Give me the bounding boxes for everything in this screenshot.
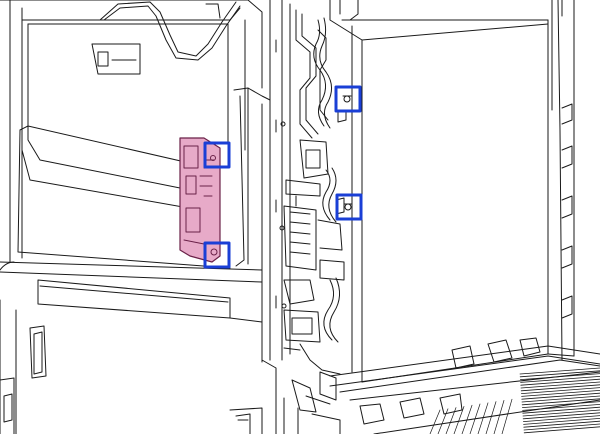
base-grille [429, 367, 600, 434]
front-door-panel [0, 0, 263, 283]
grille-slat [437, 408, 449, 434]
grille-slat [520, 376, 600, 383]
grille-slat [522, 412, 600, 420]
grille-slat [445, 407, 457, 434]
grille-slat [521, 387, 600, 394]
grille-slat [523, 423, 600, 431]
grille-slat [521, 392, 600, 400]
door-base [229, 359, 277, 434]
grille-slat [523, 420, 600, 428]
highlighted-bracket [179, 137, 221, 263]
grille-slat [520, 384, 600, 392]
bracket-top-screw-callout [203, 141, 231, 169]
door-hinge-arm [91, 1, 241, 75]
grille-slat [461, 404, 473, 434]
grille-slat [522, 401, 600, 408]
grille-slat [523, 426, 600, 434]
grille-slat [523, 415, 600, 422]
grille-slat [522, 406, 600, 414]
bracket-bottom-screw-callout [203, 241, 231, 269]
grille-slat [520, 378, 600, 386]
door-handle-bar [17, 87, 271, 361]
grille-slat [477, 402, 489, 434]
wiring-harness [313, 17, 340, 343]
grille-slat [453, 406, 465, 434]
grille-slat [493, 400, 505, 434]
frame-upper-screw-callout [334, 85, 362, 113]
grille-slat [501, 398, 513, 434]
grille-slat [523, 418, 600, 425]
grille-slat [469, 403, 481, 434]
grille-slat [519, 370, 600, 378]
grille-slat [429, 409, 441, 434]
grille-slat [519, 367, 600, 375]
grille-slat [522, 409, 600, 417]
grille-slat [521, 395, 600, 403]
side-frame [329, 0, 549, 383]
grille-slat [521, 398, 600, 406]
lower-door-panel [0, 279, 263, 434]
inner-frame-channel [269, 0, 345, 375]
grille-slat [520, 381, 600, 389]
grille-slat [522, 404, 600, 411]
right-cover [547, 0, 575, 361]
grille-slat [485, 401, 497, 434]
grille-slat [520, 373, 600, 380]
base-unit [283, 337, 600, 434]
frame-lower-screw-callout [335, 193, 363, 221]
grille-slat [521, 390, 600, 397]
